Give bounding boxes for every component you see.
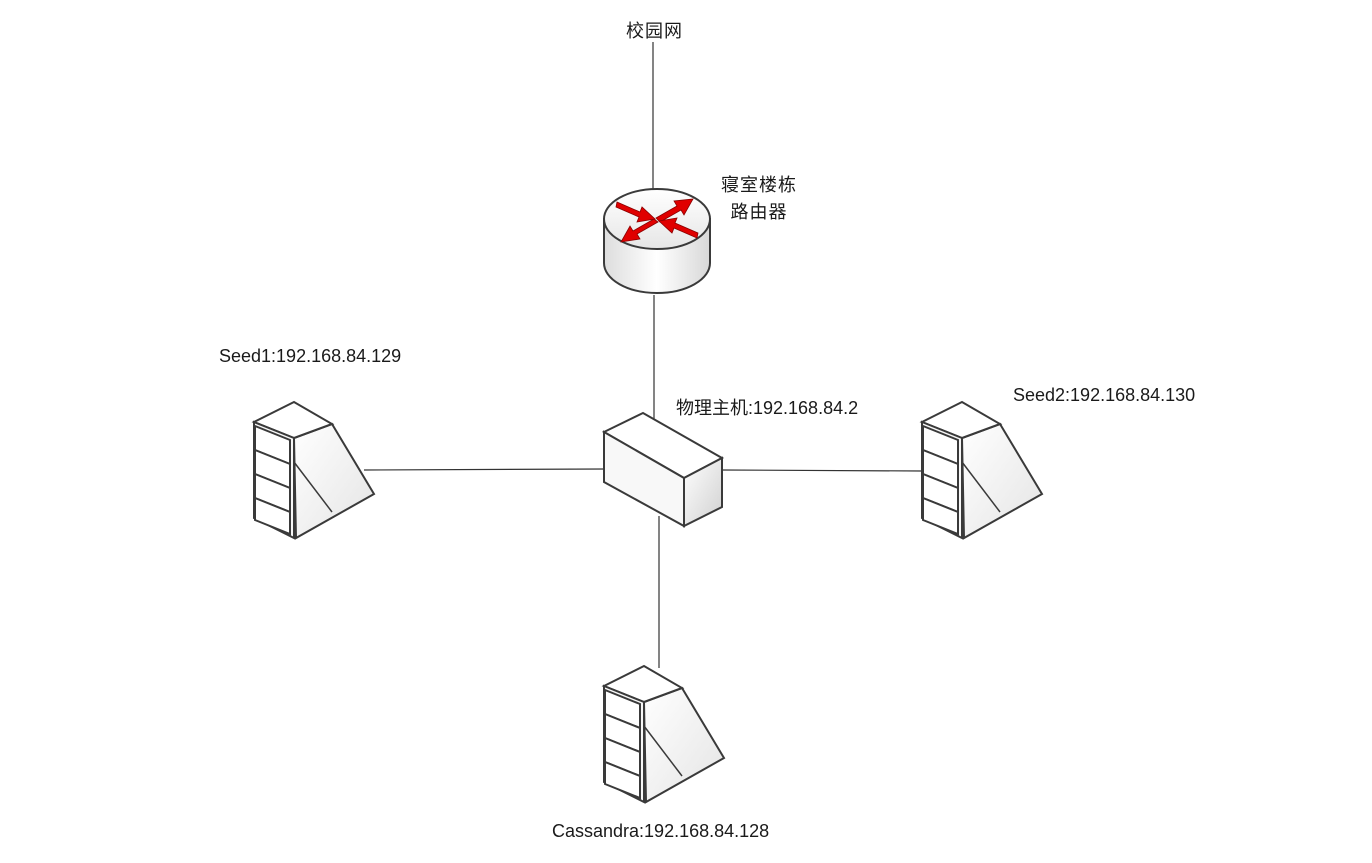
- server-icon: [603, 665, 725, 803]
- router-label-line2: 路由器: [730, 202, 788, 223]
- router-label: 寝室楼栋 路由器: [712, 172, 806, 226]
- host-label: 物理主机:192.168.84.2: [676, 398, 859, 418]
- server-icon: [921, 401, 1043, 539]
- link-seed1-host: [363, 468, 607, 471]
- router-icon: [603, 188, 711, 294]
- seed2-label: Seed2:192.168.84.130: [1013, 385, 1196, 405]
- physical-host-icon: [601, 411, 725, 528]
- campus-network-label: 校园网: [626, 21, 683, 42]
- seed1-label: Seed1:192.168.84.129: [219, 346, 402, 366]
- cassandra-label: Cassandra:192.168.84.128: [552, 821, 770, 841]
- server-icon: [253, 401, 375, 539]
- connection-lines: [363, 42, 923, 668]
- link-host-seed2: [721, 469, 923, 472]
- router-label-line1: 寝室楼栋: [721, 175, 797, 196]
